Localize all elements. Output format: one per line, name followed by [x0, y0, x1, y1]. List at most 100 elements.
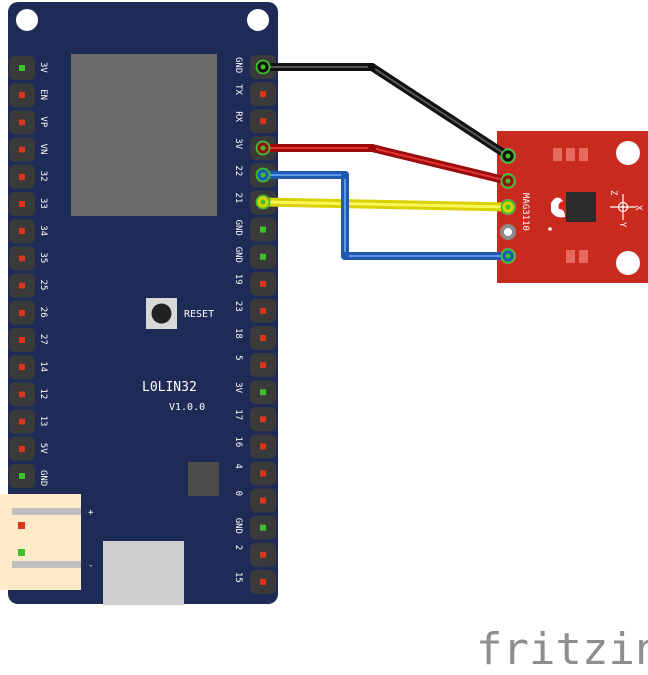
smd-pad [566, 250, 575, 263]
pin1-dot [548, 227, 552, 231]
left-pin-label: EN [38, 89, 48, 100]
fritzing-logo: fritzing [476, 624, 648, 675]
pin-27[interactable] [19, 337, 25, 343]
right-pin-label: 17 [233, 409, 243, 420]
wire-end-dot [260, 172, 266, 178]
pin-gnd[interactable] [260, 253, 266, 260]
battery-contact [12, 561, 81, 568]
pin-gnd[interactable] [260, 226, 266, 233]
pin-19[interactable] [260, 280, 266, 287]
pin-gnd[interactable] [19, 473, 25, 479]
sensor-name: MAG3110 [520, 193, 530, 231]
battery-pin-minus [18, 549, 25, 556]
mount-hole [616, 251, 640, 275]
wires [258, 63, 513, 260]
pin-5v[interactable] [19, 445, 25, 452]
mount-hole [247, 9, 269, 31]
wire-bend [341, 171, 349, 179]
left-pin-label: VP [38, 116, 48, 127]
pin-26[interactable] [19, 309, 25, 316]
pin-3v[interactable] [260, 389, 266, 396]
left-pin-label: 32 [38, 171, 48, 182]
pin-16[interactable] [260, 443, 266, 450]
pin-rx[interactable] [260, 118, 266, 125]
left-pin-label: 27 [38, 334, 48, 345]
pin-3v[interactable] [19, 65, 25, 71]
battery-plus-label: + [88, 508, 94, 518]
mag3110-chip [566, 192, 596, 222]
left-pin-label: 26 [38, 307, 48, 318]
wire-end-dot [505, 153, 511, 159]
pin-vp[interactable] [19, 119, 25, 126]
wire-bend [368, 144, 376, 152]
usb-port [103, 541, 184, 605]
flame-logo [551, 197, 565, 218]
chip [188, 462, 219, 496]
esp32-module [71, 54, 217, 216]
pin-18[interactable] [260, 335, 266, 341]
axis-indicator: X Y Z [608, 190, 643, 228]
wire-bend [368, 63, 376, 71]
pin-25[interactable] [19, 282, 25, 289]
pin-34[interactable] [19, 228, 25, 235]
left-pin-label: VN [38, 144, 48, 155]
pin-32[interactable] [19, 173, 25, 180]
pin-17[interactable] [260, 416, 266, 423]
pin-2[interactable] [260, 551, 266, 558]
right-pin-label: 3V [233, 138, 243, 149]
pin-5[interactable] [260, 362, 266, 369]
wire-end-dot [260, 145, 266, 151]
battery-pin-plus [18, 522, 25, 529]
pin-35[interactable] [19, 255, 25, 262]
pin-vn[interactable] [19, 146, 25, 153]
right-pin-label: RX [233, 111, 243, 122]
smd-pad [579, 148, 588, 161]
pin-gnd[interactable] [260, 524, 266, 531]
right-pin-label: 0 [233, 491, 243, 496]
right-pin-label: 22 [233, 165, 243, 176]
pin-23[interactable] [260, 307, 266, 314]
pin-en[interactable] [19, 92, 25, 99]
battery-minus-label: - [88, 561, 93, 571]
right-pin-label: 23 [233, 301, 243, 312]
sensor-pin-4[interactable] [504, 228, 512, 236]
mount-hole [616, 141, 640, 165]
pin-12[interactable] [19, 391, 25, 398]
lolin32-board: RESET L0LIN32 V1.0.0 + - 3VENVPVN3233343… [0, 2, 278, 605]
axis-x-label: X [633, 205, 643, 211]
wire-gnd[interactable] [259, 63, 512, 160]
left-pin-label: 14 [38, 361, 48, 372]
reset-label: RESET [184, 309, 214, 320]
right-pin-label: 4 [233, 464, 243, 469]
right-pin-label: GND [233, 518, 243, 534]
wire-21-highlight [261, 200, 510, 209]
reset-button-cap[interactable] [151, 303, 172, 324]
axis-y-label: Y [617, 222, 627, 228]
pin-4[interactable] [260, 470, 266, 477]
wire-ends [255, 59, 516, 264]
pin-15[interactable] [260, 578, 266, 585]
battery-connector: + - [0, 494, 94, 590]
left-pin-label: GND [38, 470, 48, 486]
right-pin-label: TX [233, 84, 243, 95]
pin-13[interactable] [19, 418, 25, 425]
pin-tx[interactable] [260, 91, 266, 98]
wire-22-highlight [262, 174, 509, 257]
left-pin-label: 34 [38, 225, 48, 236]
right-pin-label: 15 [233, 572, 243, 583]
battery-contact [12, 508, 81, 515]
right-pin-label: 3V [233, 382, 243, 393]
wire-22[interactable] [259, 171, 512, 260]
wire-end-dot [260, 199, 266, 205]
pin-0[interactable] [260, 497, 266, 504]
right-pin-label: GND [233, 247, 243, 263]
right-pin-label: 18 [233, 328, 243, 339]
right-pin-label: 2 [233, 545, 243, 550]
left-pin-label: 5V [38, 443, 48, 454]
pin-14[interactable] [19, 364, 25, 371]
mount-hole [16, 9, 38, 31]
pin-33[interactable] [19, 201, 25, 207]
left-pin-label: 33 [38, 198, 48, 209]
